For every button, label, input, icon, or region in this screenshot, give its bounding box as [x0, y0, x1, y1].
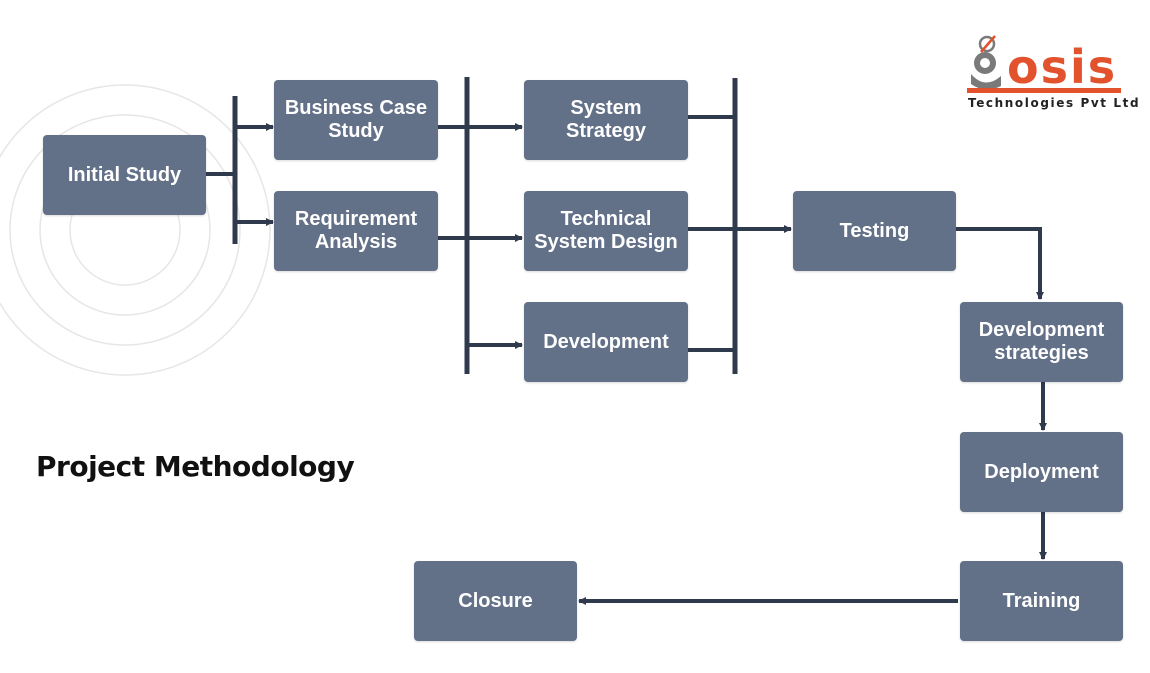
node-label: Testing — [839, 219, 910, 242]
node-label: Initial Study — [67, 163, 182, 186]
node-label: Deployment — [984, 460, 1099, 483]
node-testing: Testing — [793, 191, 956, 271]
logo-g-icon — [971, 35, 1001, 90]
arrow-testing-to-dev-strategies — [956, 227, 1044, 300]
node-development: Development — [524, 302, 688, 382]
node-label-line2: System Design — [534, 231, 678, 253]
company-logo: osis Technologies Pvt Ltd — [965, 30, 1139, 120]
node-label-line1: Development — [978, 319, 1105, 341]
node-technical-system-design: Technical System Design — [524, 191, 688, 271]
logo-subtitle: Technologies Pvt Ltd — [968, 96, 1141, 110]
node-training: Training — [960, 561, 1123, 641]
node-requirement-analysis: Requirement Analysis — [274, 191, 438, 271]
node-label-line2: Strategy — [565, 120, 647, 142]
node-label-line1: Technical — [560, 208, 652, 230]
background-circles — [0, 84, 271, 376]
node-label-line2: strategies — [994, 342, 1089, 364]
node-label-line1: Requirement — [294, 208, 418, 230]
node-label-line2: Analysis — [314, 231, 398, 253]
node-initial-study: Initial Study — [43, 135, 206, 215]
page-title: Project Methodology — [36, 450, 355, 483]
node-label: Training — [1002, 589, 1081, 612]
logo-underline — [967, 88, 1121, 93]
node-label: Closure — [458, 589, 533, 612]
node-closure: Closure — [414, 561, 577, 641]
node-label-line1: Business Case — [284, 97, 428, 119]
node-label-line2: Study — [328, 120, 384, 142]
logo-wordmark: osis — [1007, 40, 1118, 94]
node-deployment: Deployment — [960, 432, 1123, 512]
node-label: Development — [543, 330, 669, 353]
node-label-line1: System — [570, 97, 642, 119]
node-system-strategy: System Strategy — [524, 80, 688, 160]
node-development-strategies: Development strategies — [960, 302, 1123, 382]
node-business-case-study: Business Case Study — [274, 80, 438, 160]
